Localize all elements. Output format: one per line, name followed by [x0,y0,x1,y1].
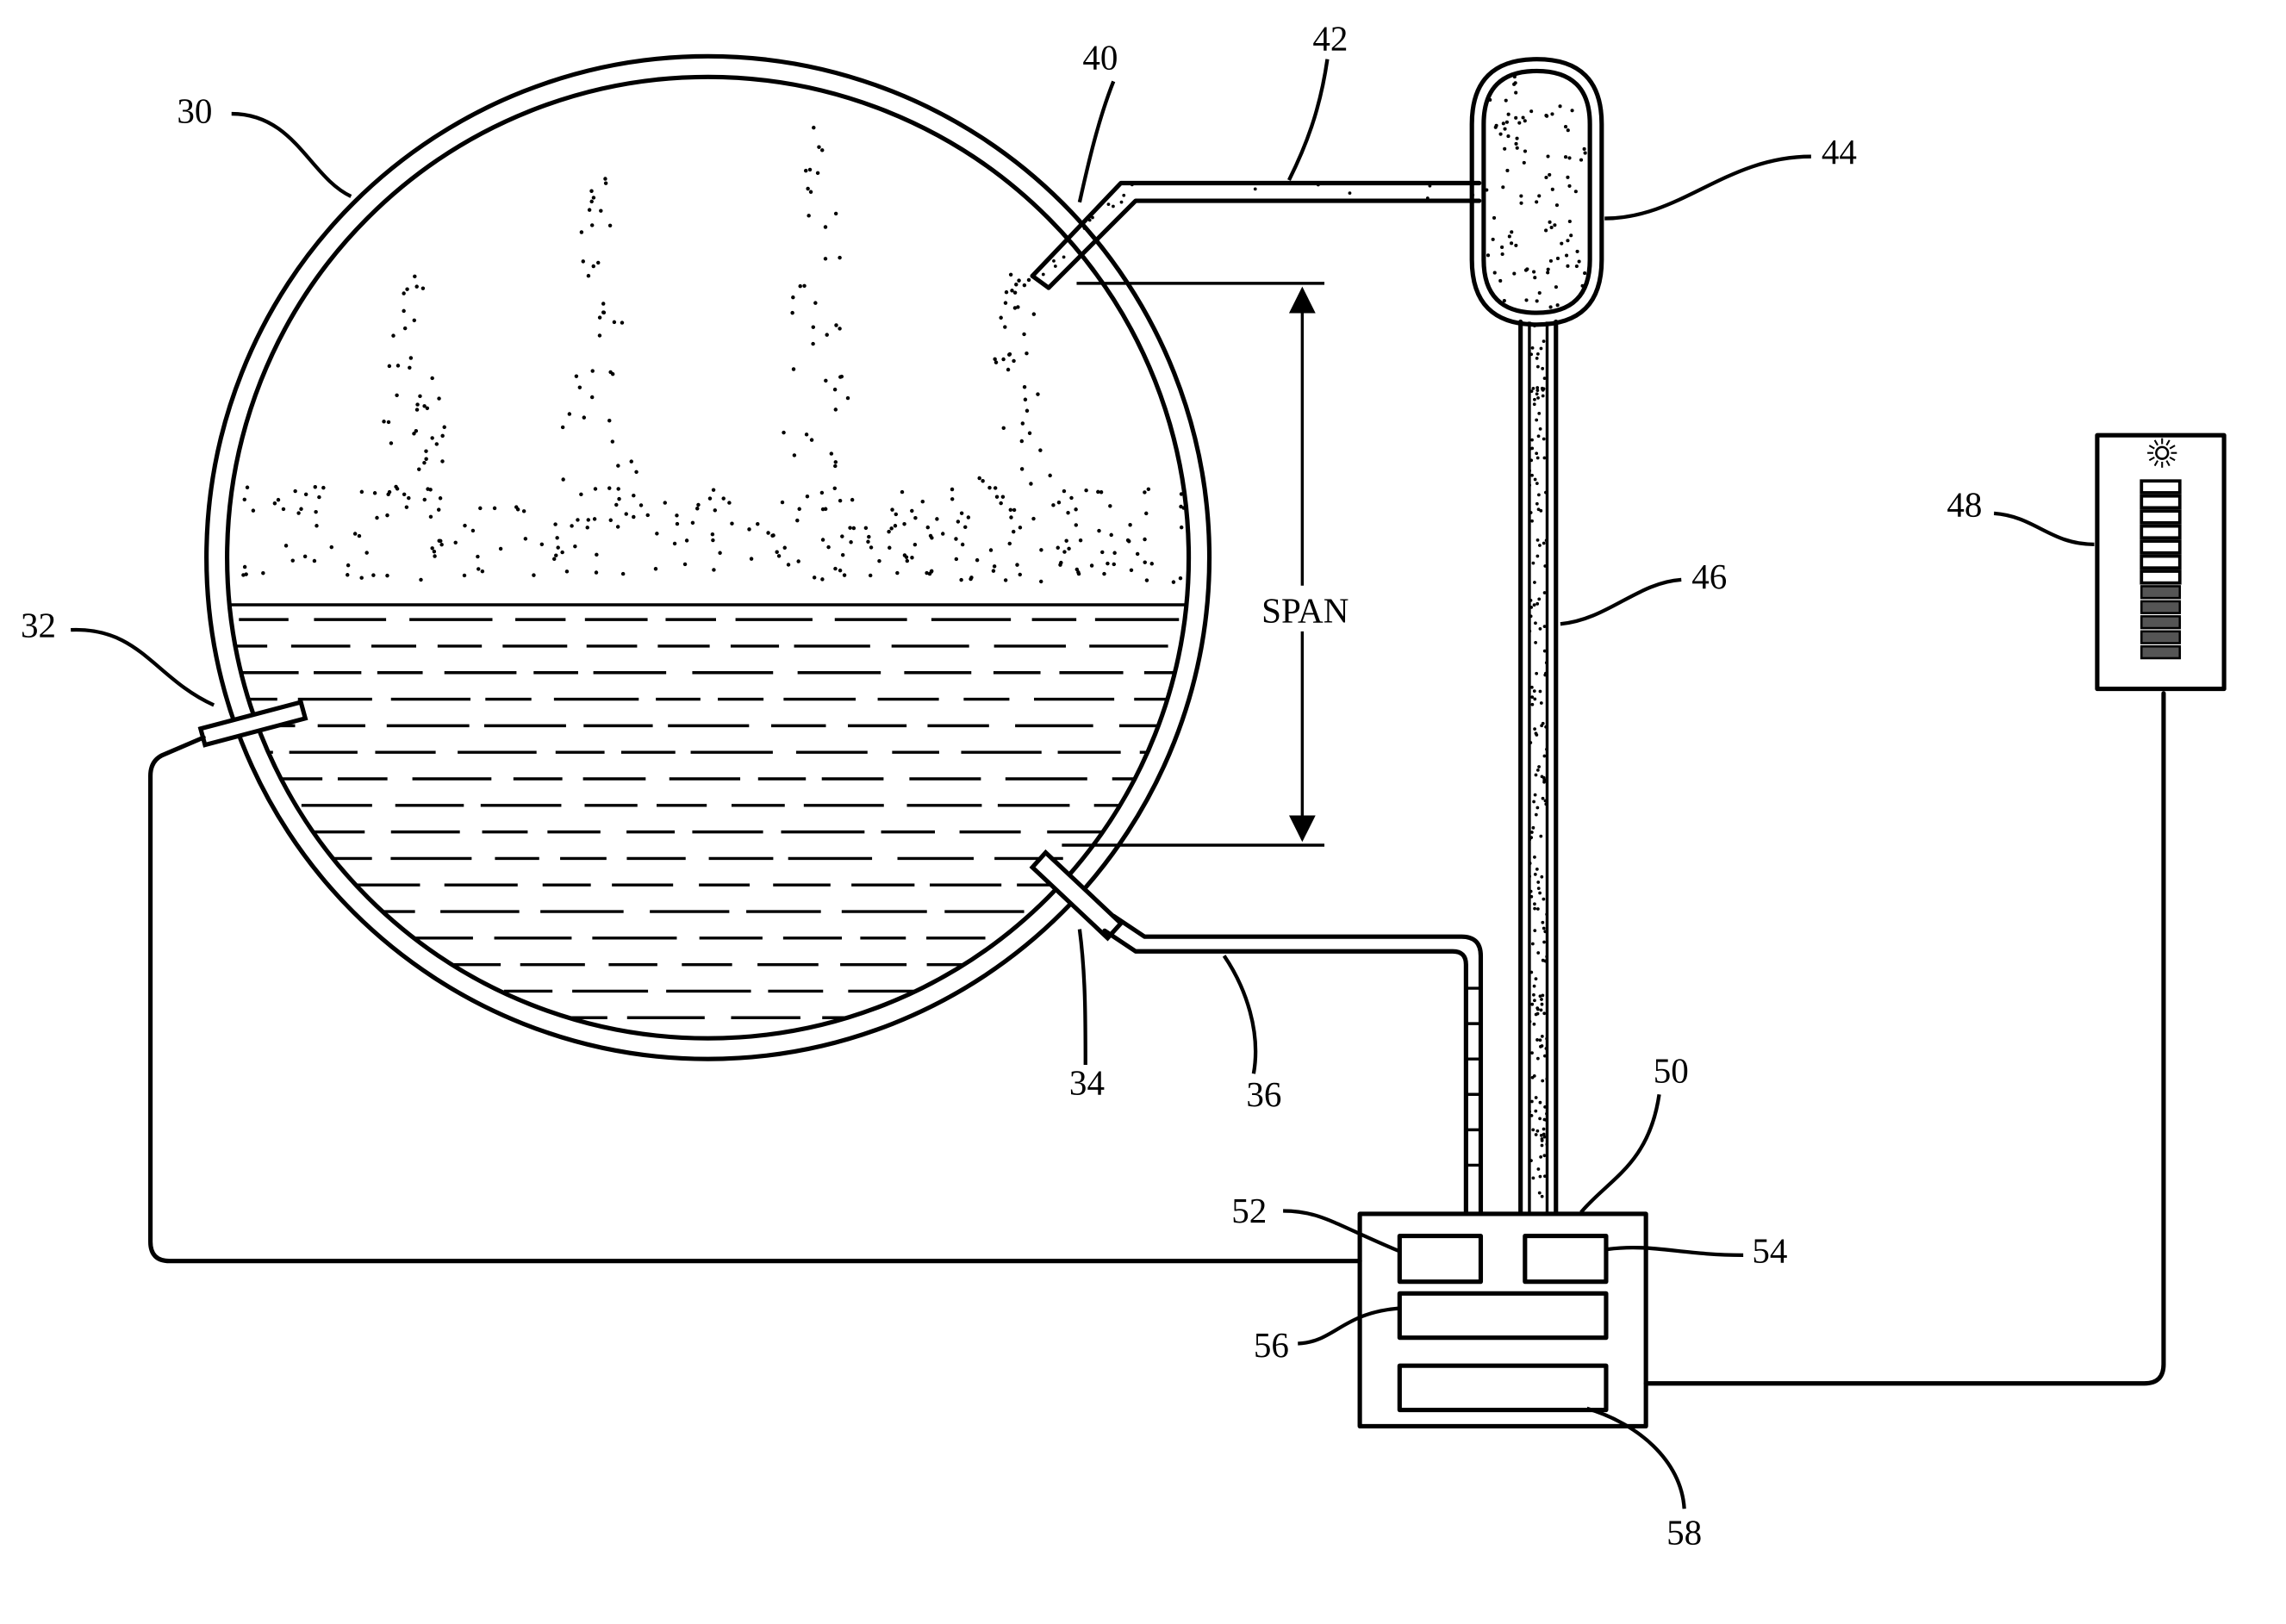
input-b-block [1525,1236,1606,1282]
reference-leg [1521,321,1556,1214]
label-32: 32 [21,606,56,645]
processor-block [1399,1293,1606,1337]
label-58: 58 [1666,1512,1702,1552]
sun-icon [2147,439,2177,468]
label-54: 54 [1752,1230,1787,1270]
leader-lines [71,59,2094,1509]
condensate-pot [1472,59,1602,325]
display-bar-segment [2141,557,2180,569]
display-bar-segment [2141,526,2180,538]
label-42: 42 [1312,18,1348,58]
label-50: 50 [1654,1051,1689,1091]
vessel [207,56,1210,1059]
label-34: 34 [1069,1062,1105,1102]
label-52: 52 [1231,1191,1267,1230]
transmitter [1360,1214,1646,1426]
input-a-block [1399,1236,1480,1282]
label-44: 44 [1822,132,1857,171]
display-bar-segment [2141,481,2180,493]
upper-tap [1032,182,1484,290]
label-56: 56 [1254,1325,1289,1365]
level-sensor [151,702,1361,1261]
level-display [2097,435,2224,688]
display-bar-segment-shaded [2141,586,2180,598]
output-cable [1646,694,2164,1384]
vessel-liquid [207,619,1284,1017]
label-30: 30 [177,90,212,130]
display-bar-segment [2141,511,2180,523]
display-bar-segment [2141,571,2180,583]
label-36: 36 [1246,1074,1281,1114]
span-label: SPAN [1261,591,1349,631]
output-block [1399,1366,1606,1409]
lower-tap [1032,853,1480,1214]
display-bar-segment-shaded [2141,632,2180,644]
display-bar-segment [2141,496,2180,508]
label-46: 46 [1691,557,1727,596]
label-48: 48 [1947,484,1982,524]
display-bar-segment-shaded [2141,646,2180,658]
label-40: 40 [1082,38,1118,78]
span-dimension: SPAN [1062,283,1349,845]
vessel-vapor [192,126,1224,605]
display-bar-segment [2141,541,2180,553]
display-bar-segment-shaded [2141,616,2180,628]
display-bar-segment-shaded [2141,601,2180,613]
